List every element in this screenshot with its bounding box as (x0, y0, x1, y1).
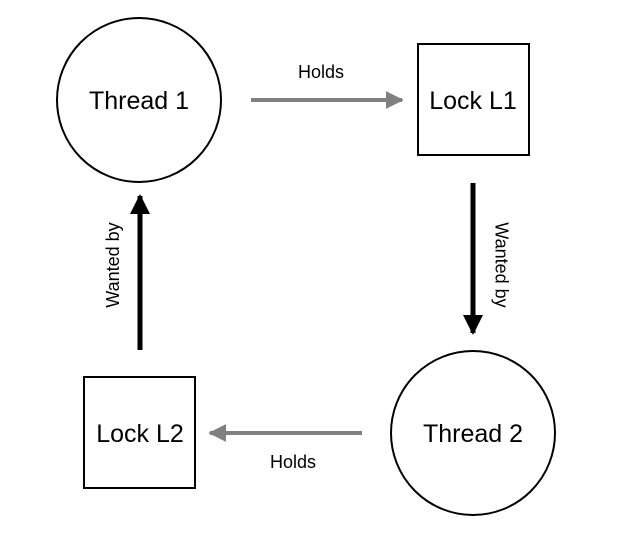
lock-l1-node: Lock L1 (417, 43, 530, 156)
edge-thread1-holds-lock1: Holds (251, 62, 404, 109)
lock-l2-node: Lock L2 (83, 376, 196, 489)
thread-2-label: Thread 2 (423, 420, 523, 448)
holds-label: Holds (270, 452, 316, 472)
thread-2-circle (390, 350, 556, 516)
edge-lock1-wanted-by-thread2: Wanted by (463, 183, 511, 335)
thread-1-label: Thread 1 (89, 87, 189, 115)
thread-1-node: Thread 1 (56, 17, 222, 183)
holds-label: Holds (298, 62, 344, 82)
thread-2-node: Thread 2 (390, 350, 556, 516)
wanted-by-label: Wanted by (103, 222, 123, 307)
lock-l1-box (417, 43, 530, 156)
edge-thread2-holds-lock2: Holds (208, 424, 362, 472)
thread-1-circle (56, 17, 222, 183)
lock-l2-box (83, 376, 196, 489)
lock-l1-label: Lock L1 (429, 87, 517, 115)
wanted-by-label: Wanted by (491, 222, 511, 307)
edge-lock2-wanted-by-thread1: Wanted by (103, 194, 150, 350)
lock-l2-label: Lock L2 (96, 420, 184, 448)
